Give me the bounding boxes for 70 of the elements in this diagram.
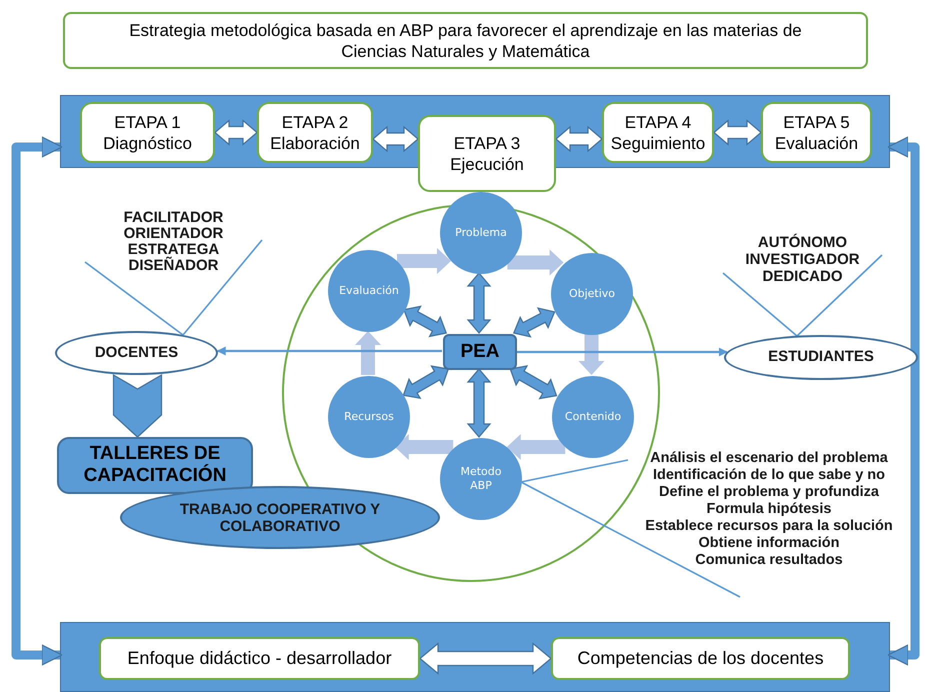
arrow xyxy=(516,348,728,356)
topic-label: Enfoque didáctico - desarrollador xyxy=(127,647,392,670)
arrow xyxy=(216,346,442,356)
loop-arrow xyxy=(887,136,920,666)
double-arrow xyxy=(555,126,603,152)
title-text: Estrategia metodológica basada en ABP para favorecer el aprendizaje en las materias de Ciencias Naturales y Matemática xyxy=(128,20,803,62)
stage-box xyxy=(602,102,714,163)
stage-label: ETAPA 2 xyxy=(282,112,348,132)
cycle-arrow xyxy=(506,434,566,460)
step-label: Metodo ABP xyxy=(459,465,502,493)
leader-line xyxy=(722,254,883,337)
stage-label: Ejecución xyxy=(450,154,524,174)
leader-line xyxy=(520,459,741,598)
double-arrow xyxy=(419,642,552,675)
double-arrow xyxy=(466,368,492,438)
topic-box xyxy=(551,637,850,680)
leader-line xyxy=(84,239,263,336)
actor-label: ESTUDIANTES xyxy=(768,347,874,368)
chevron-arrow xyxy=(112,374,162,438)
step-description: Formula hipótesis xyxy=(706,501,832,518)
double-arrow xyxy=(466,272,492,334)
double-arrow xyxy=(512,307,556,338)
cycle-arrow xyxy=(578,334,604,375)
step-description: Análisis el escenario del problema xyxy=(650,450,888,467)
step-label: Contenido xyxy=(564,410,622,424)
stage-label: ETAPA 3 xyxy=(454,132,520,154)
teamwork-label: TRABAJO COOPERATIVO Y COLABORATIVO xyxy=(178,500,382,534)
bottom-band xyxy=(60,622,890,692)
stage-label: ETAPA 4 xyxy=(624,112,692,132)
stage-label: ETAPA 1 xyxy=(114,112,181,132)
step-description: Identificación de lo que sabe y no xyxy=(652,467,886,484)
double-arrow xyxy=(214,119,258,146)
center-box xyxy=(443,334,517,370)
step-description: Obtiene información xyxy=(698,535,840,552)
double-arrow xyxy=(510,365,558,400)
stage-label: Diagnóstico xyxy=(103,132,192,154)
workshop-label: TALLERES DE CAPACITACIÓN xyxy=(82,443,228,488)
topic-box xyxy=(99,637,420,680)
stage-box xyxy=(257,102,373,163)
double-arrow xyxy=(403,306,447,338)
cycle-arrow xyxy=(507,250,564,276)
stage-box xyxy=(761,102,872,163)
center-label: PEA xyxy=(460,340,500,364)
stage-label: Elaboración xyxy=(270,132,360,154)
cycle-arrow xyxy=(394,434,454,460)
stage-label: Seguimiento xyxy=(610,132,706,154)
loop-arrow xyxy=(12,136,63,666)
cycle-arrow xyxy=(397,248,451,274)
step-description: Comunica resultados xyxy=(695,552,843,569)
step-description: Define el problema y profundiza xyxy=(659,484,879,501)
actor-ellipse xyxy=(724,335,918,380)
double-arrow xyxy=(402,365,450,400)
step-label: Recursos xyxy=(344,410,394,424)
step-label: Objetivo xyxy=(568,287,616,301)
topic-label: Competencias de los docentes xyxy=(577,647,824,670)
stage-label: ETAPA 5 xyxy=(783,112,850,132)
workshop-box xyxy=(57,437,253,494)
title-box xyxy=(63,12,868,69)
double-arrow xyxy=(713,119,762,146)
step-label: Evaluación xyxy=(339,284,399,298)
role-list: FACILITADOR ORIENTADOR ESTRATEGA DISEÑADOR xyxy=(114,210,234,274)
double-arrow xyxy=(372,126,419,152)
actor-label: DOCENTES xyxy=(94,342,178,363)
cycle-arrow xyxy=(355,331,381,375)
step-label: Problema xyxy=(455,226,507,240)
step-description: Establece recursos para la solución xyxy=(645,518,893,535)
stage-label: Evaluación xyxy=(774,132,858,154)
stage-box xyxy=(418,115,556,192)
role-list: AUTÓNOMO INVESTIGADOR DEDICADO xyxy=(738,234,868,285)
stage-box xyxy=(80,102,215,163)
